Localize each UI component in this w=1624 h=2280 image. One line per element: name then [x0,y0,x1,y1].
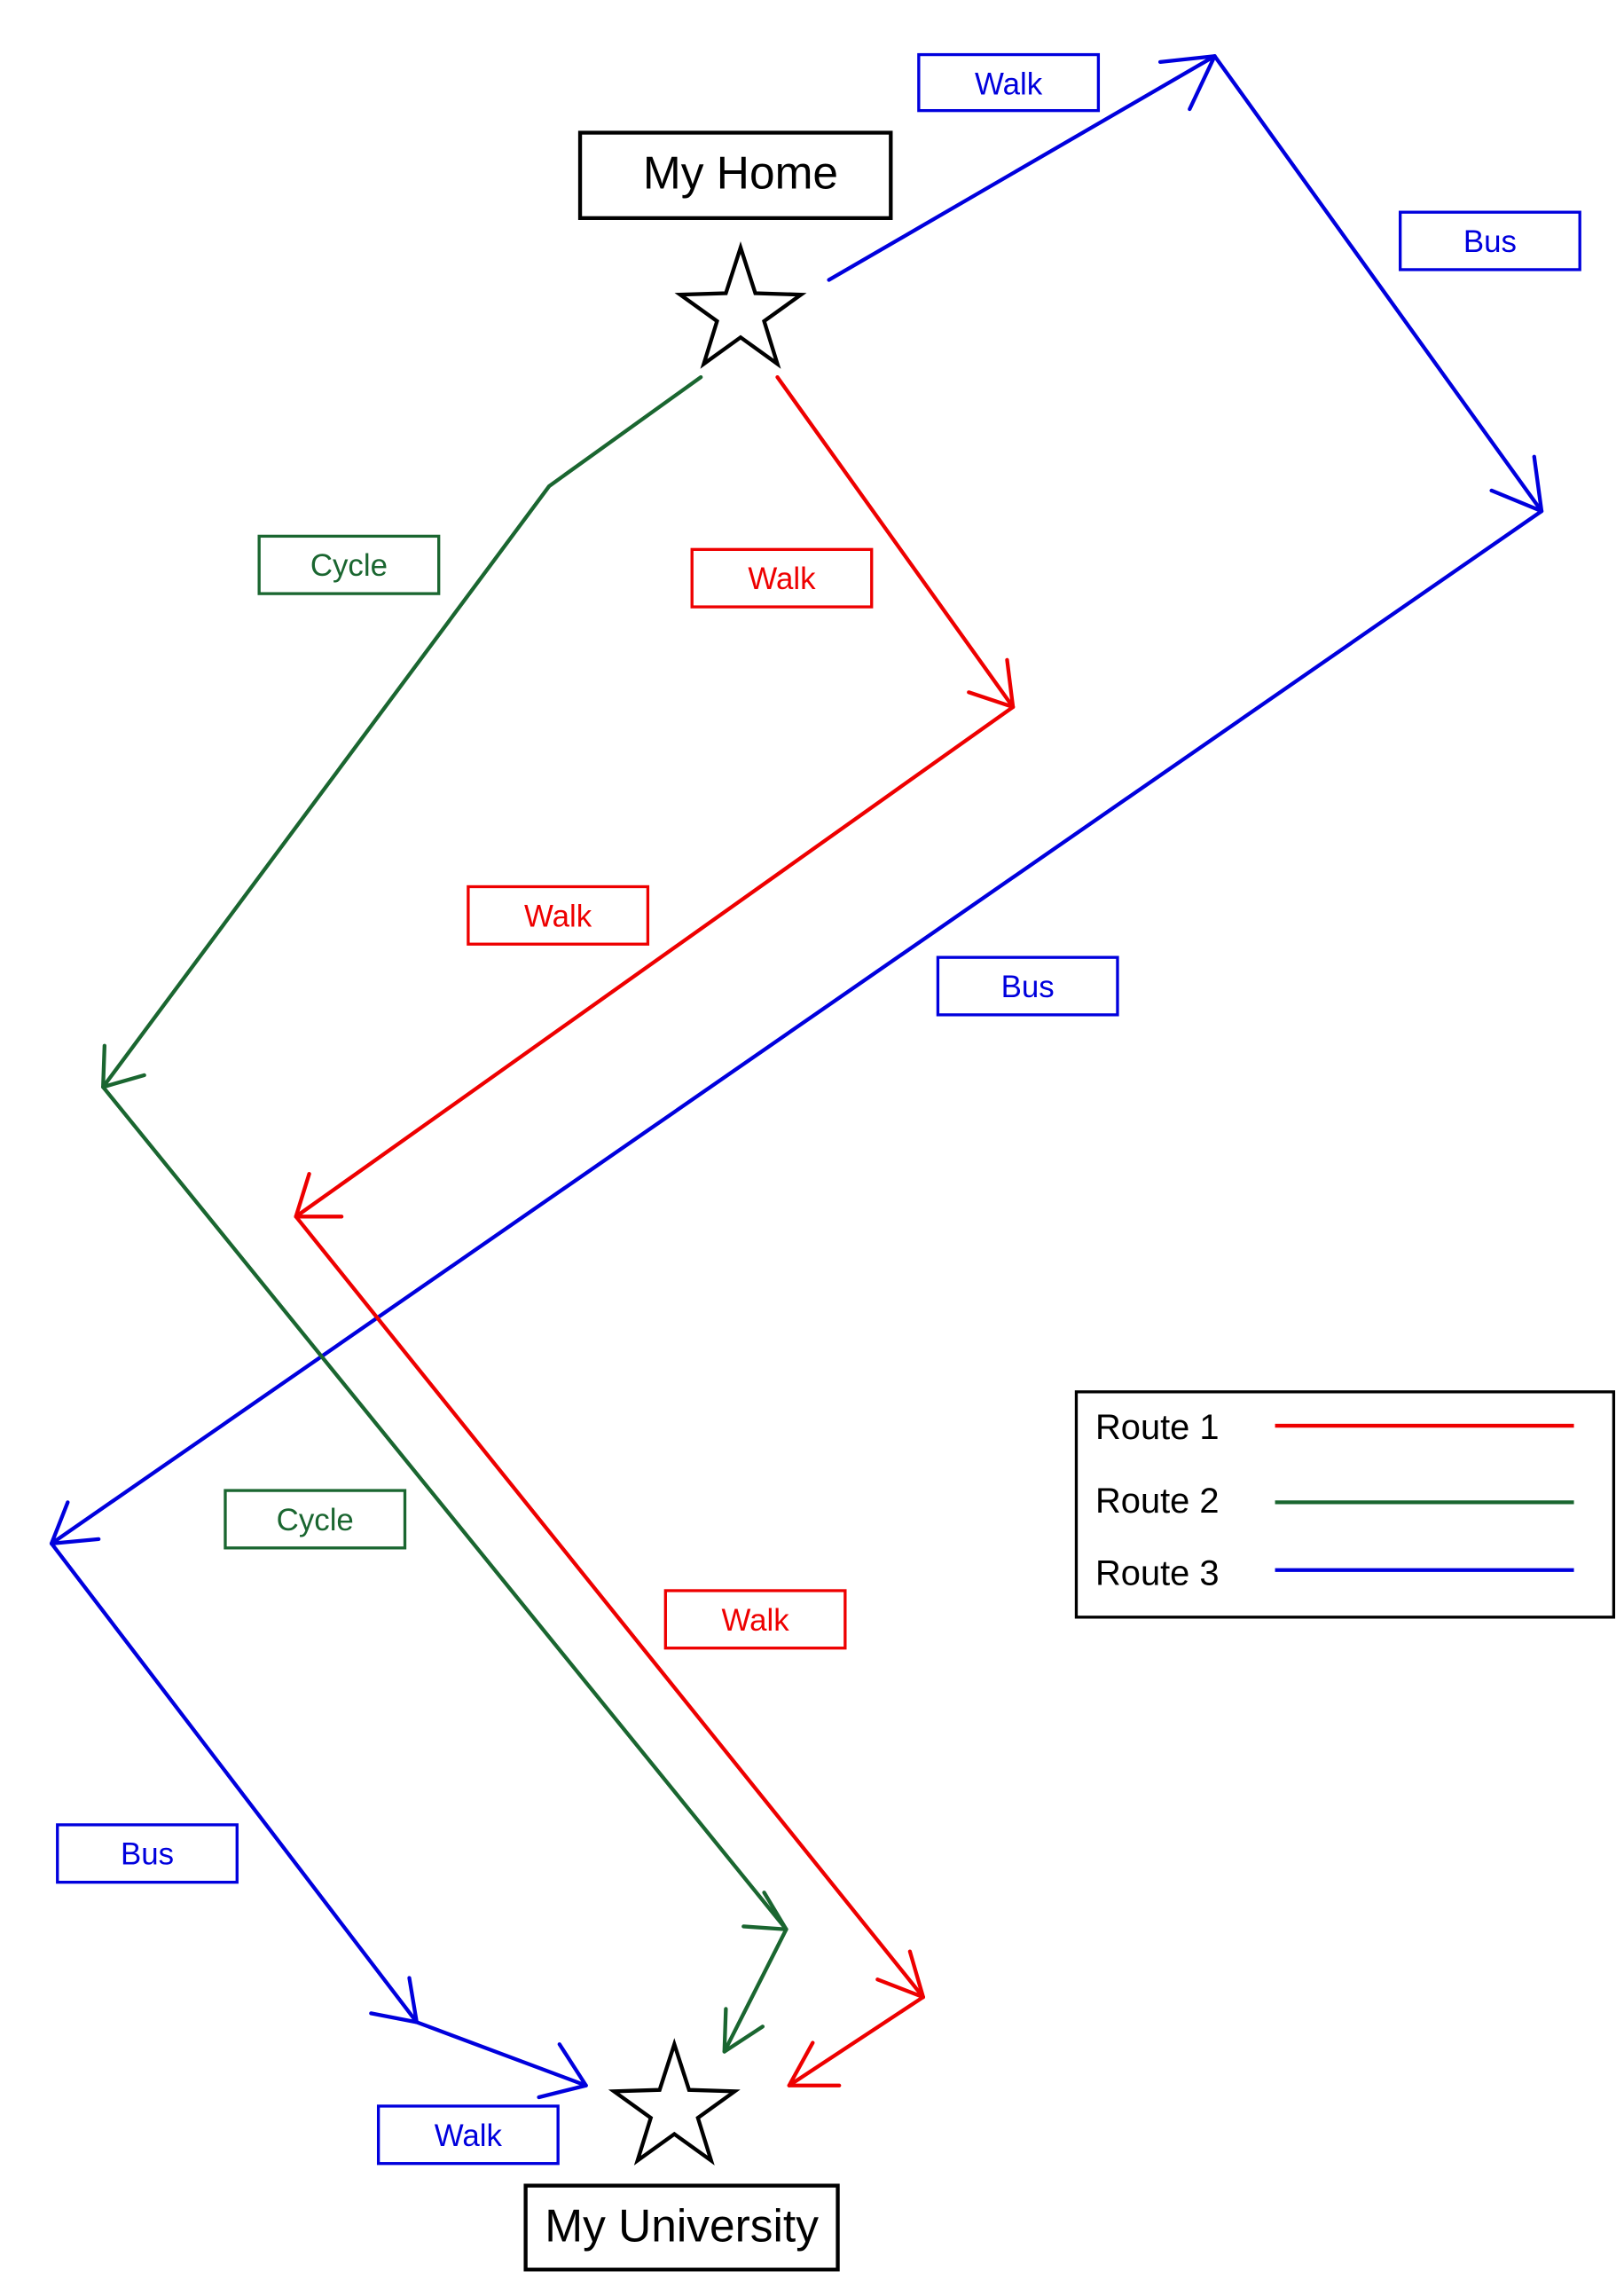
svg-text:Walk: Walk [722,1603,790,1638]
svg-text:Bus: Bus [121,1837,174,1872]
home-label: My Home [643,147,838,199]
route-2-segment-cycle-2 [101,1085,788,1931]
label-route-3-bus-1: Bus [1399,210,1581,271]
home-star-icon [674,240,807,369]
svg-text:Cycle: Cycle [277,1503,354,1537]
label-route-3-walk-1: Walk [917,52,1101,113]
route-3-segment-bus-1 [1212,54,1544,514]
route-1-lines [294,374,1016,2087]
segment-labels: Walk Bus Bus Bus Walk Cycle Cycle [56,52,1581,2166]
route-2-lines [101,374,788,2054]
route-1-segment-walk-2 [294,704,1016,1219]
route-2-segment-cycle-1 [101,374,703,1089]
svg-text:Route 1: Route 1 [1095,1408,1220,1447]
legend-box [1074,1390,1616,1619]
legend: Route 1 Route 2 Route 3 [1074,1390,1616,1619]
route-1-arrowhead-4 [787,2040,842,2087]
route-1-segment-walk-1 [775,374,1016,710]
legend-item-route-3: Route 3 [1095,1553,1574,1592]
university-label-box [523,2183,840,2272]
university-star-icon [608,2038,741,2166]
label-route-3-bus-3: Bus [56,1823,239,1884]
route-1-segment-final [787,1994,925,2087]
university-node: My University [523,2038,840,2272]
svg-text:Cycle: Cycle [310,548,388,583]
label-route-1-walk-3: Walk [663,1589,847,1650]
svg-text:Walk: Walk [524,899,592,933]
route-2-arrowhead-3 [722,2007,765,2054]
home-node: My Home [577,130,893,369]
svg-text:Walk: Walk [748,562,816,596]
label-route-1-walk-1: Walk [690,547,874,609]
route-2-segment-final [722,1927,788,2054]
svg-text:Route 2: Route 2 [1095,1482,1220,1521]
route-3-segment-bus-3 [49,1541,419,2024]
svg-text:Walk: Walk [435,2119,503,2153]
route-3-arrowhead-5 [537,2042,588,2100]
svg-text:Walk: Walk [975,67,1043,101]
svg-text:Route 3: Route 3 [1095,1553,1220,1592]
svg-text:Bus: Bus [1463,224,1517,259]
label-route-1-walk-2: Walk [467,884,650,946]
route-1-segment-walk-3 [294,1215,925,2000]
route-3-segment-walk-2 [414,2020,588,2087]
label-route-3-walk-2: Walk [376,2104,560,2166]
legend-item-route-1: Route 1 [1095,1408,1574,1447]
university-label: My University [545,2200,819,2252]
label-route-2-cycle-2: Cycle [224,1489,407,1550]
label-route-3-bus-2: Bus [936,955,1119,1017]
svg-text:Bus: Bus [1001,970,1055,1004]
home-label-box [577,130,893,220]
route-3-lines [49,54,1544,2100]
legend-item-route-2: Route 2 [1095,1482,1574,1521]
route-3-segment-bus-2 [49,509,1544,1546]
route-3-segment-walk-1 [827,54,1217,282]
label-route-2-cycle-1: Cycle [257,534,441,595]
